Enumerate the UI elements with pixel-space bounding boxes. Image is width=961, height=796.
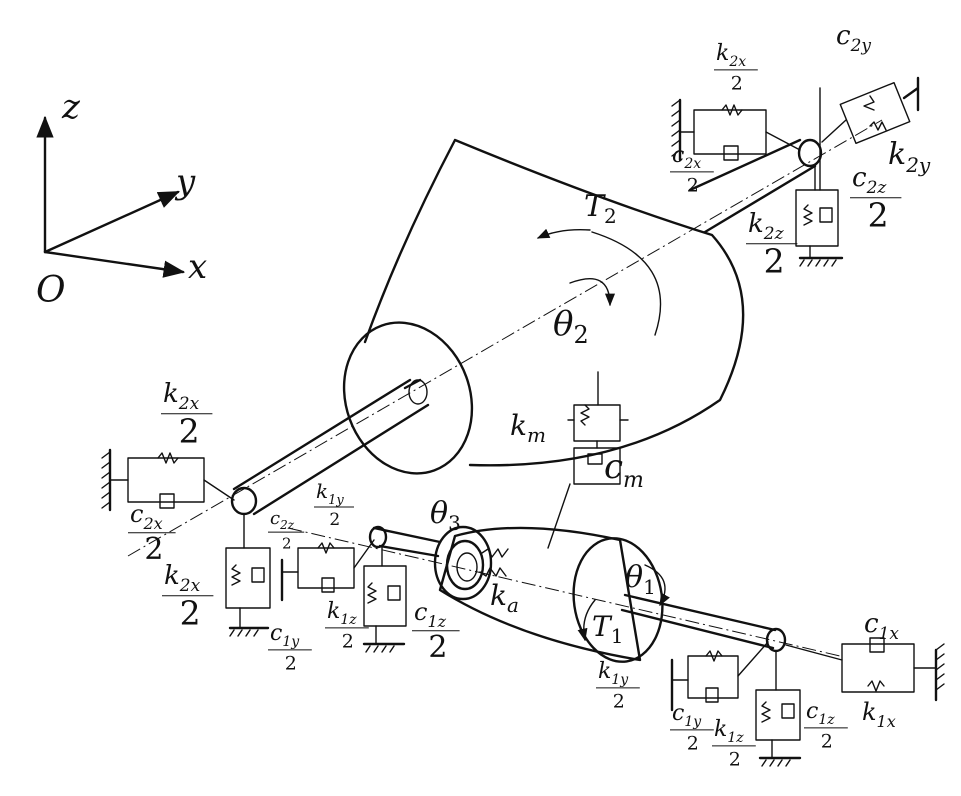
label-k2x-left2-symbol: k2x [164,561,201,596]
label-k1x-right-symbol: k1x [862,698,896,731]
angle-theta1-label: θ1 [625,560,656,599]
gear2-rotation-arcs [536,228,662,336]
label-k2y-top: k2y [888,137,931,177]
label-c1y-left-divisor: 2 [285,653,297,675]
y-axis-label: y [174,162,196,202]
label-k2y-top-symbol: k2y [888,137,931,177]
label-k1x-right: k1x [862,698,896,731]
y-axis-arrow [43,190,180,254]
label-k1z-left-divisor: 2 [342,631,354,653]
support-top-x [671,98,801,162]
label-k2x-left2-divisor: 2 [180,593,201,632]
support-right-1z [755,651,802,767]
gear1-axis-line [287,527,841,657]
coordinate-axes: z y x O [36,87,207,311]
label-k1z-left-symbol: k1z [327,599,357,628]
label-k2x-left-divisor: 2 [179,411,200,450]
label-c1x-right-symbol: c1x [864,609,899,644]
mesh-spring-damper [547,371,629,549]
label-k1y-right-symbol: k1y [598,659,629,688]
label-k2x-top-symbol: k2x [716,41,746,70]
label-c1y-right-symbol: c1y [672,701,702,730]
label-k1y-left-symbol: k1y [316,479,344,508]
label-c1z-right-divisor: 2 [821,731,833,753]
label-c2y-top: c2y [836,21,871,56]
x-axis-label: x [188,247,207,287]
support-top-y [819,76,920,191]
gear2-axis-line [127,119,883,557]
support-top-z [795,165,844,267]
support-right-1y [670,641,769,712]
label-c2z-left-symbol: c2z [270,508,295,532]
label-c2z-top-symbol: c2z [852,163,887,198]
label-c2x-top-divisor: 2 [687,175,699,197]
label-c2x-left-symbol: c2x [130,500,163,533]
support-right-x [785,637,945,702]
torque-t1-label: T1 [592,610,623,648]
label-c1y-right-divisor: 2 [687,733,699,755]
label-c2x-left-divisor: 2 [144,532,163,567]
label-k1y-right-divisor: 2 [613,691,625,713]
label-k1y-left-divisor: 2 [329,510,340,530]
gear2-shaft-right [688,138,823,234]
axial-stiffness-label: ka [490,579,519,617]
z-axis-label: z [61,87,81,127]
angle-theta2-label: θ2 [553,304,589,349]
label-k2x-left-symbol: k2x [163,379,200,414]
label-k1z-right-divisor: 2 [729,749,741,771]
gear1-torque-arc [577,599,596,642]
label-k2x-top-divisor: 2 [731,73,743,95]
gear1-rotation-arc [644,564,670,607]
gear1-shaft-right [620,593,787,653]
support-left-z [225,513,271,637]
label-c1x-right: c1x [864,609,899,644]
label-c2x-top-symbol: c2x [672,143,701,172]
label-k2z-top-symbol: k2z [748,209,785,244]
torque-t2-label: T2 [584,189,617,228]
origin-label: O [36,270,66,311]
label-k2z-top-divisor: 2 [764,241,785,280]
label-k1z-right-symbol: k1z [714,717,744,746]
x-axis-arrow [43,250,186,278]
gear1-shaft-left [368,525,442,558]
support-left-1z [362,545,407,653]
mesh-damping-label: cm [604,447,644,493]
label-c1y-left-symbol: c1y [270,621,300,650]
label-c1z-left-divisor: 2 [428,630,447,665]
label-c2z-top-divisor: 2 [868,195,889,234]
label-c2z-left-divisor: 2 [282,534,292,552]
mesh-stiffness-label: km [510,409,546,447]
support-left-1y [280,539,375,602]
support-left-x [101,448,235,512]
label-c1z-left-symbol: c1z [414,598,447,631]
label-c1z-right-symbol: c1z [806,699,835,728]
label-c2y-top-symbol: c2y [836,21,871,56]
angle-theta3-label: θ3 [430,496,461,535]
parameter-labels: k2x2c2yc2x2k2yc2z2k2z2k2x2c2x2k2x2c2z2k1… [128,21,931,771]
gear2-cone [342,138,745,475]
